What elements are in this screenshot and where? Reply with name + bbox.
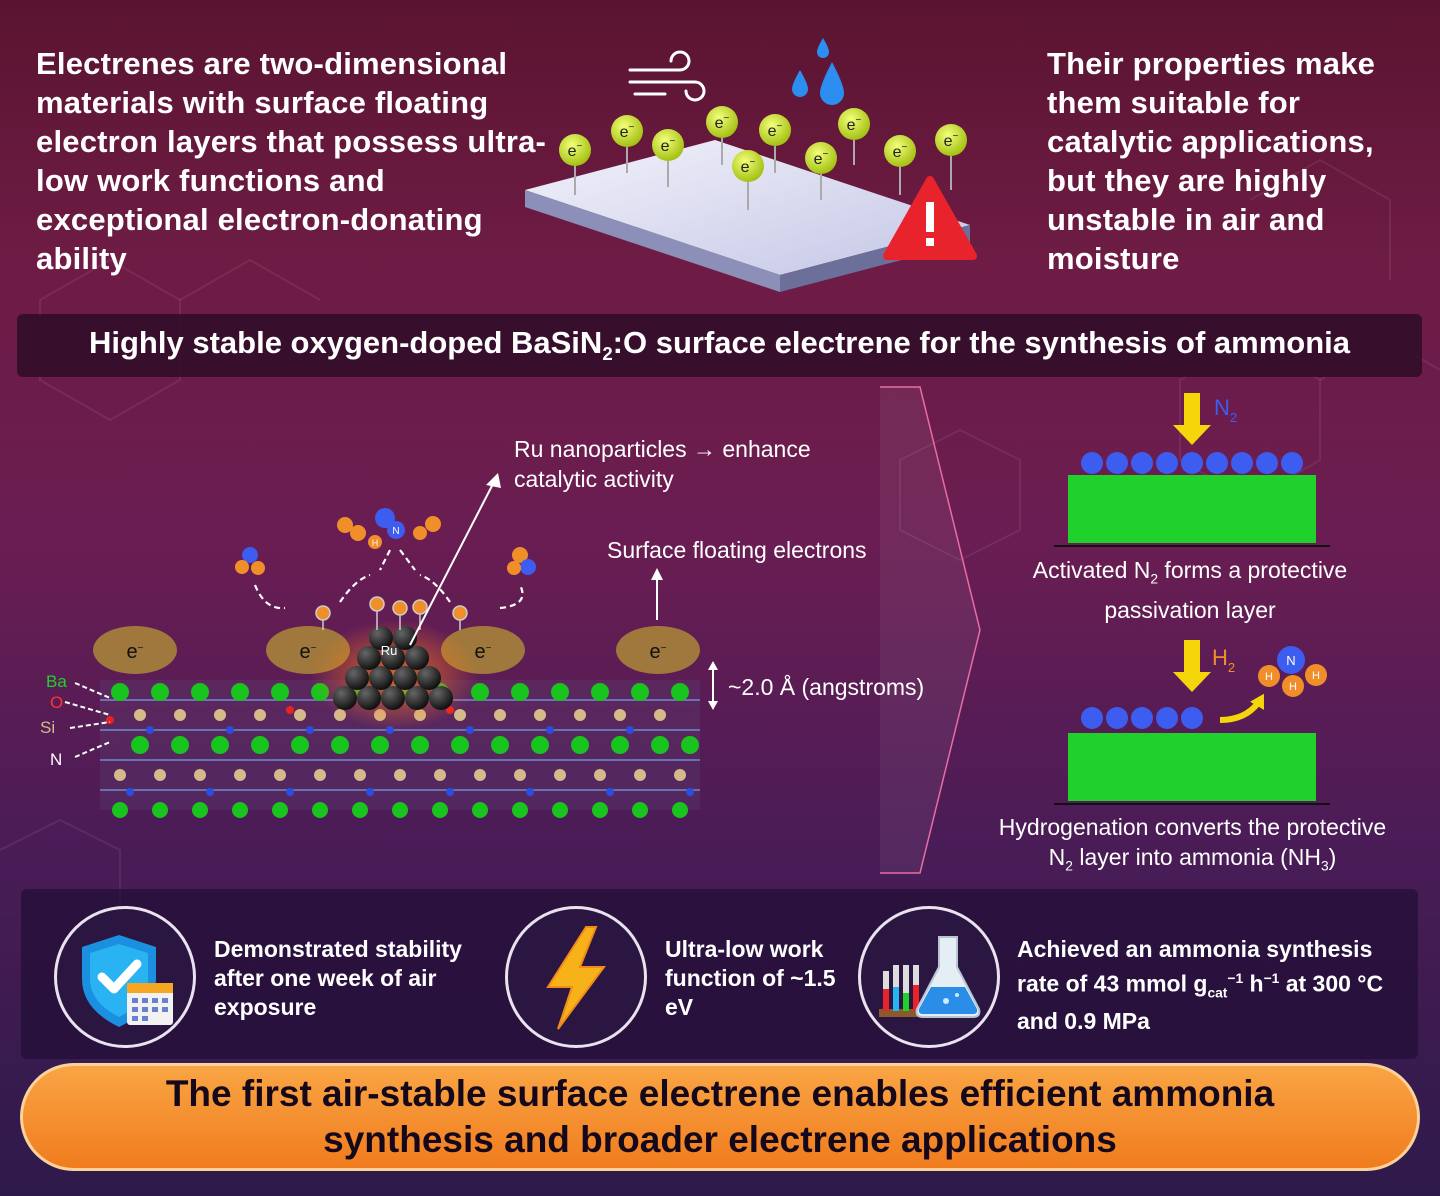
lab-flask-icon xyxy=(858,906,1000,1048)
process-diagram: N2 H2 N H H H xyxy=(1054,393,1330,805)
nh3-molecule: N H H H xyxy=(1258,646,1327,697)
electron-marker: e− xyxy=(805,142,837,200)
electron-marker: e− xyxy=(559,134,591,195)
feature-stability: Demonstrated stability after one week of… xyxy=(214,936,462,1020)
lattice-atoms xyxy=(106,683,699,818)
wind-icon xyxy=(628,50,706,102)
feature-work-function: Ultra-low work function of ~1.5 eV xyxy=(665,936,836,1020)
electron-marker: e− xyxy=(935,124,967,190)
svg-text:H: H xyxy=(1289,681,1297,693)
electron-marker: e− xyxy=(759,114,791,173)
features-panel xyxy=(21,889,1418,1059)
n2-layer xyxy=(1081,452,1303,474)
ru-label: Ru xyxy=(381,643,398,658)
h-molecule: H xyxy=(368,535,382,549)
legend-ba: Ba xyxy=(46,672,67,691)
n2-label: N2 xyxy=(1214,395,1237,425)
intro-right-text: Their properties make them suitable for … xyxy=(1047,46,1376,276)
lattice-layers xyxy=(100,680,700,818)
floating-electrons: e− e− e− e− e− e− e− e− e− e− xyxy=(559,106,967,210)
molecules: N H xyxy=(235,508,536,630)
legend-arrows xyxy=(64,682,111,758)
electron-cloud: e− xyxy=(93,626,177,674)
water-drop-icon xyxy=(792,38,844,105)
svg-text:H: H xyxy=(372,538,379,548)
ru-pointer-arrow xyxy=(409,479,496,646)
legend-n: N xyxy=(50,750,62,769)
electron-cloud: e− xyxy=(616,626,700,674)
svg-text:H: H xyxy=(1312,670,1320,682)
step2-caption: Hydrogenation converts the protective N2… xyxy=(998,814,1387,874)
n2-molecule xyxy=(337,517,366,541)
svg-text:H: H xyxy=(1265,671,1273,683)
electron-clouds: e− e− e− e− xyxy=(93,626,700,674)
feature-synthesis-rate: Achieved an ammonia synthesis rate of 43… xyxy=(1017,936,1384,1035)
conclusion-text: The first air-stable surface electrene e… xyxy=(165,1073,1275,1160)
crystal-structure-illustration: e− e− e− e− Ru N H xyxy=(40,473,718,818)
electron-marker: e− xyxy=(884,135,916,195)
legend-o: O xyxy=(50,693,63,712)
ammonia-molecule xyxy=(413,516,441,540)
h2-label: H2 xyxy=(1212,645,1235,675)
svg-text:N: N xyxy=(392,526,399,537)
electron-marker: e− xyxy=(732,150,764,210)
distance-label: ~2.0 Å (angstroms) xyxy=(728,674,925,700)
green-slab xyxy=(1068,733,1316,801)
step1-caption: Activated N2 forms a protective passivat… xyxy=(1032,557,1348,623)
n2-arrow xyxy=(1173,393,1211,445)
legend-si: Si xyxy=(40,718,55,737)
surface-electrons-label: Surface floating electrons xyxy=(607,537,867,563)
chevron-divider xyxy=(880,386,981,874)
conclusion-banner: The first air-stable surface electrene e… xyxy=(20,1063,1420,1171)
nh-molecule: N xyxy=(375,508,405,539)
green-slab xyxy=(1068,475,1316,543)
banner-title: Highly stable oxygen-doped BaSiN2:O surf… xyxy=(89,325,1350,365)
title-banner: Highly stable oxygen-doped BaSiN2:O surf… xyxy=(17,314,1422,377)
electron-marker: e− xyxy=(838,108,870,165)
electron-marker: e− xyxy=(706,106,738,165)
electron-marker: e− xyxy=(652,129,684,187)
shield-calendar-icon xyxy=(54,906,196,1048)
intro-left-text: Electrenes are two-dimensional materials… xyxy=(36,46,547,276)
svg-text:N: N xyxy=(1286,653,1295,668)
electrene-slab-illustration: e− e− e− e− e− e− e− e− e− e− xyxy=(525,38,977,292)
ru-nanoparticle: Ru xyxy=(310,620,480,730)
warning-icon xyxy=(883,176,977,260)
electron-marker: e− xyxy=(611,115,643,173)
ammonia-molecule xyxy=(235,547,265,575)
ammonia-molecule xyxy=(507,547,536,575)
reaction-arrows xyxy=(253,549,524,610)
lightning-icon xyxy=(505,906,647,1048)
h2-arrow xyxy=(1173,640,1211,692)
ru-note: Ru nanoparticles → enhance catalytic act… xyxy=(514,436,811,492)
distance-marker xyxy=(708,661,718,710)
n2-layer-partial xyxy=(1081,707,1203,729)
